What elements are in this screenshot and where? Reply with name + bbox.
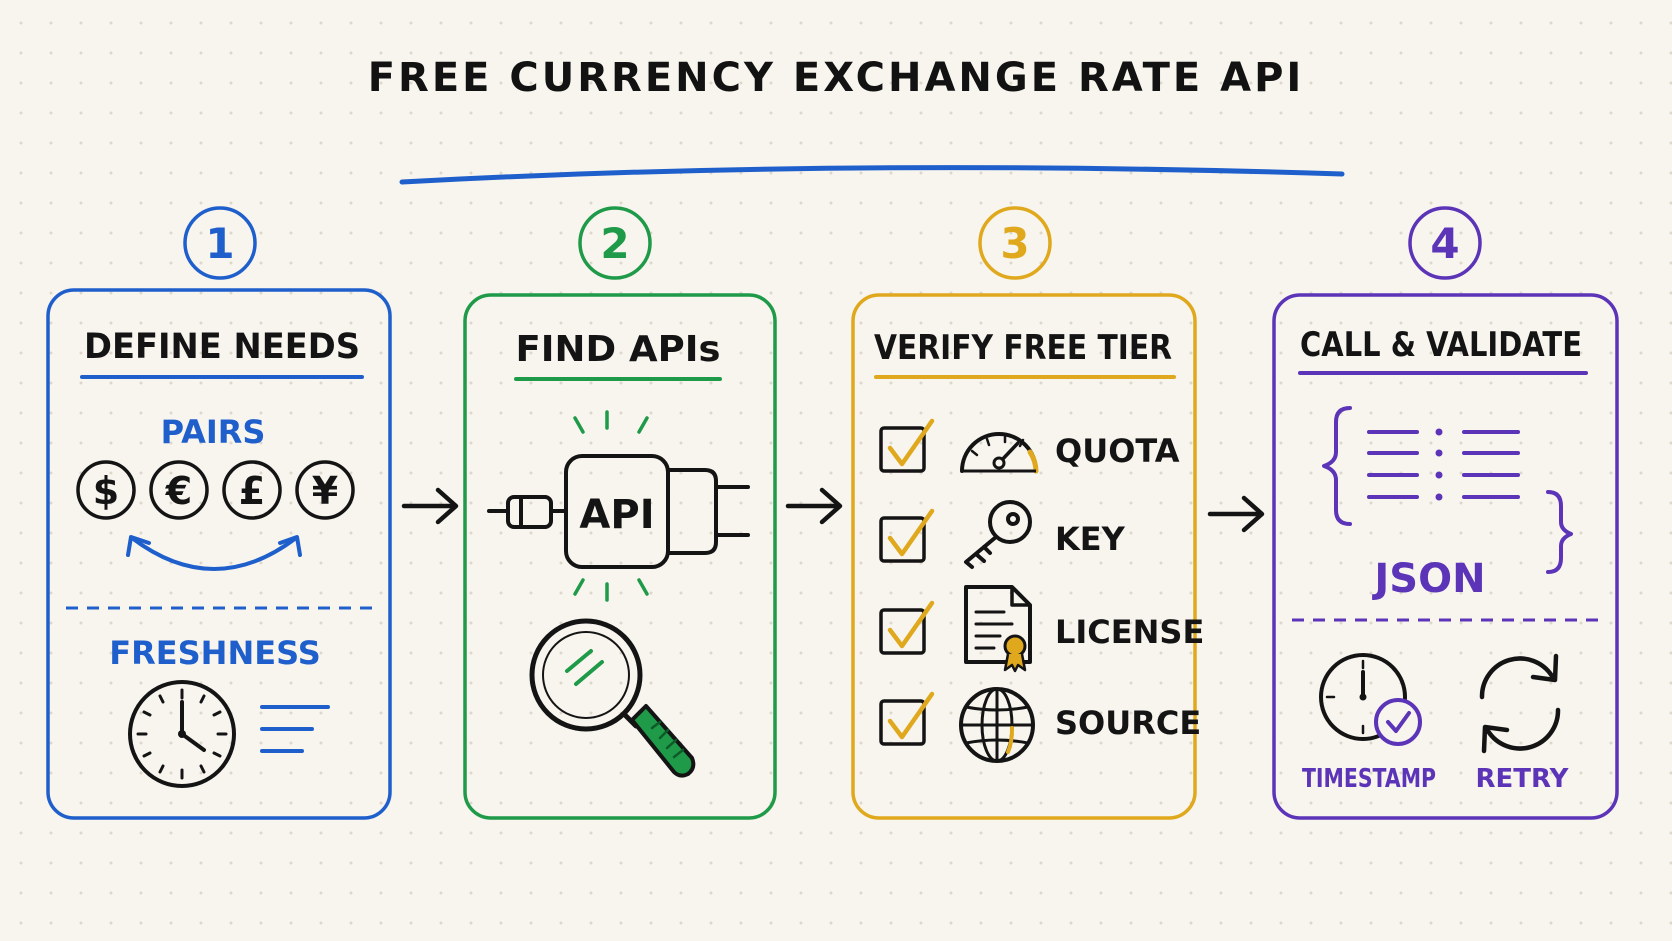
step-3-card	[851, 293, 1197, 820]
svg-text:£: £	[239, 469, 265, 513]
yen-icon: ¥	[295, 460, 355, 520]
svg-text:€: €	[165, 469, 192, 513]
step-3-title: VERIFY FREE TIER	[874, 328, 1172, 368]
dollar-icon: $	[76, 460, 136, 520]
step-2-title: FIND APIs	[516, 329, 721, 370]
key-icon	[964, 500, 1032, 569]
arrow-right-icon	[1207, 495, 1265, 533]
check-row-key: KEY	[879, 500, 1126, 569]
check-label-quota: QUOTA	[1055, 432, 1180, 470]
step-2-card	[463, 293, 777, 820]
step-4-card	[1272, 293, 1619, 820]
checkbox-icon	[879, 600, 935, 655]
check-label-license: LICENSE	[1055, 613, 1204, 651]
step-1-card	[46, 288, 392, 820]
api-label: API	[579, 492, 654, 538]
check-label-key: KEY	[1055, 520, 1126, 558]
swap-arrow-icon	[126, 535, 302, 571]
magnifier-icon	[529, 618, 696, 778]
check-row-license: LICENSE	[879, 585, 1204, 673]
step-2-number-circle	[578, 206, 652, 280]
pairs-label: PAIRS	[161, 413, 266, 451]
step-4-number: 4	[1430, 219, 1459, 268]
step-3-number-circle	[978, 206, 1052, 280]
freshness-label: FRESHNESS	[109, 634, 320, 672]
timestamp-label: TIMESTAMP	[1302, 764, 1436, 794]
globe-icon	[959, 687, 1035, 763]
checkbox-icon	[879, 691, 935, 746]
lines-icon	[260, 705, 330, 753]
step-1-title: DEFINE NEEDS	[84, 327, 360, 367]
title-underline	[399, 165, 1345, 185]
arrow-right-icon	[401, 487, 459, 525]
euro-icon: €	[149, 460, 209, 520]
check-row-quota: QUOTA	[879, 418, 1180, 474]
step-1-number-circle	[183, 206, 257, 280]
step-4-number-circle	[1408, 206, 1482, 280]
clock-icon	[128, 680, 236, 788]
checkbox-icon	[879, 508, 935, 563]
step-2: 2 FIND APIs API	[463, 206, 777, 820]
step-3: 3 VERIFY FREE TIER	[851, 206, 1204, 820]
license-document-icon	[964, 585, 1032, 673]
check-row-source: SOURCE	[879, 687, 1201, 763]
step-4: 4 CALL & VALIDATE JSON	[1272, 206, 1619, 820]
timestamp-clock-icon	[1319, 653, 1422, 746]
check-label-source: SOURCE	[1055, 704, 1201, 742]
retry-icon	[1479, 653, 1561, 754]
step-2-number: 2	[600, 219, 629, 268]
checkbox-icon	[879, 418, 935, 473]
svg-text:$: $	[93, 469, 119, 513]
step-1: 1 DEFINE NEEDS PAIRS $ € £ ¥ FRESHNESS	[46, 206, 392, 820]
api-plug-icon: API	[487, 410, 750, 602]
step-4-title: CALL & VALIDATE	[1300, 325, 1582, 365]
gauge-icon	[960, 432, 1039, 474]
step-1-number: 1	[205, 219, 234, 268]
step-3-number: 3	[1000, 219, 1029, 268]
svg-text:¥: ¥	[312, 469, 338, 513]
pound-icon: £	[222, 460, 282, 520]
json-label: JSON	[1371, 556, 1485, 602]
json-braces-icon	[1322, 406, 1573, 574]
retry-label: RETRY	[1476, 764, 1570, 794]
page-title: FREE CURRENCY EXCHANGE RATE API	[367, 55, 1305, 101]
arrow-right-icon	[785, 487, 843, 525]
